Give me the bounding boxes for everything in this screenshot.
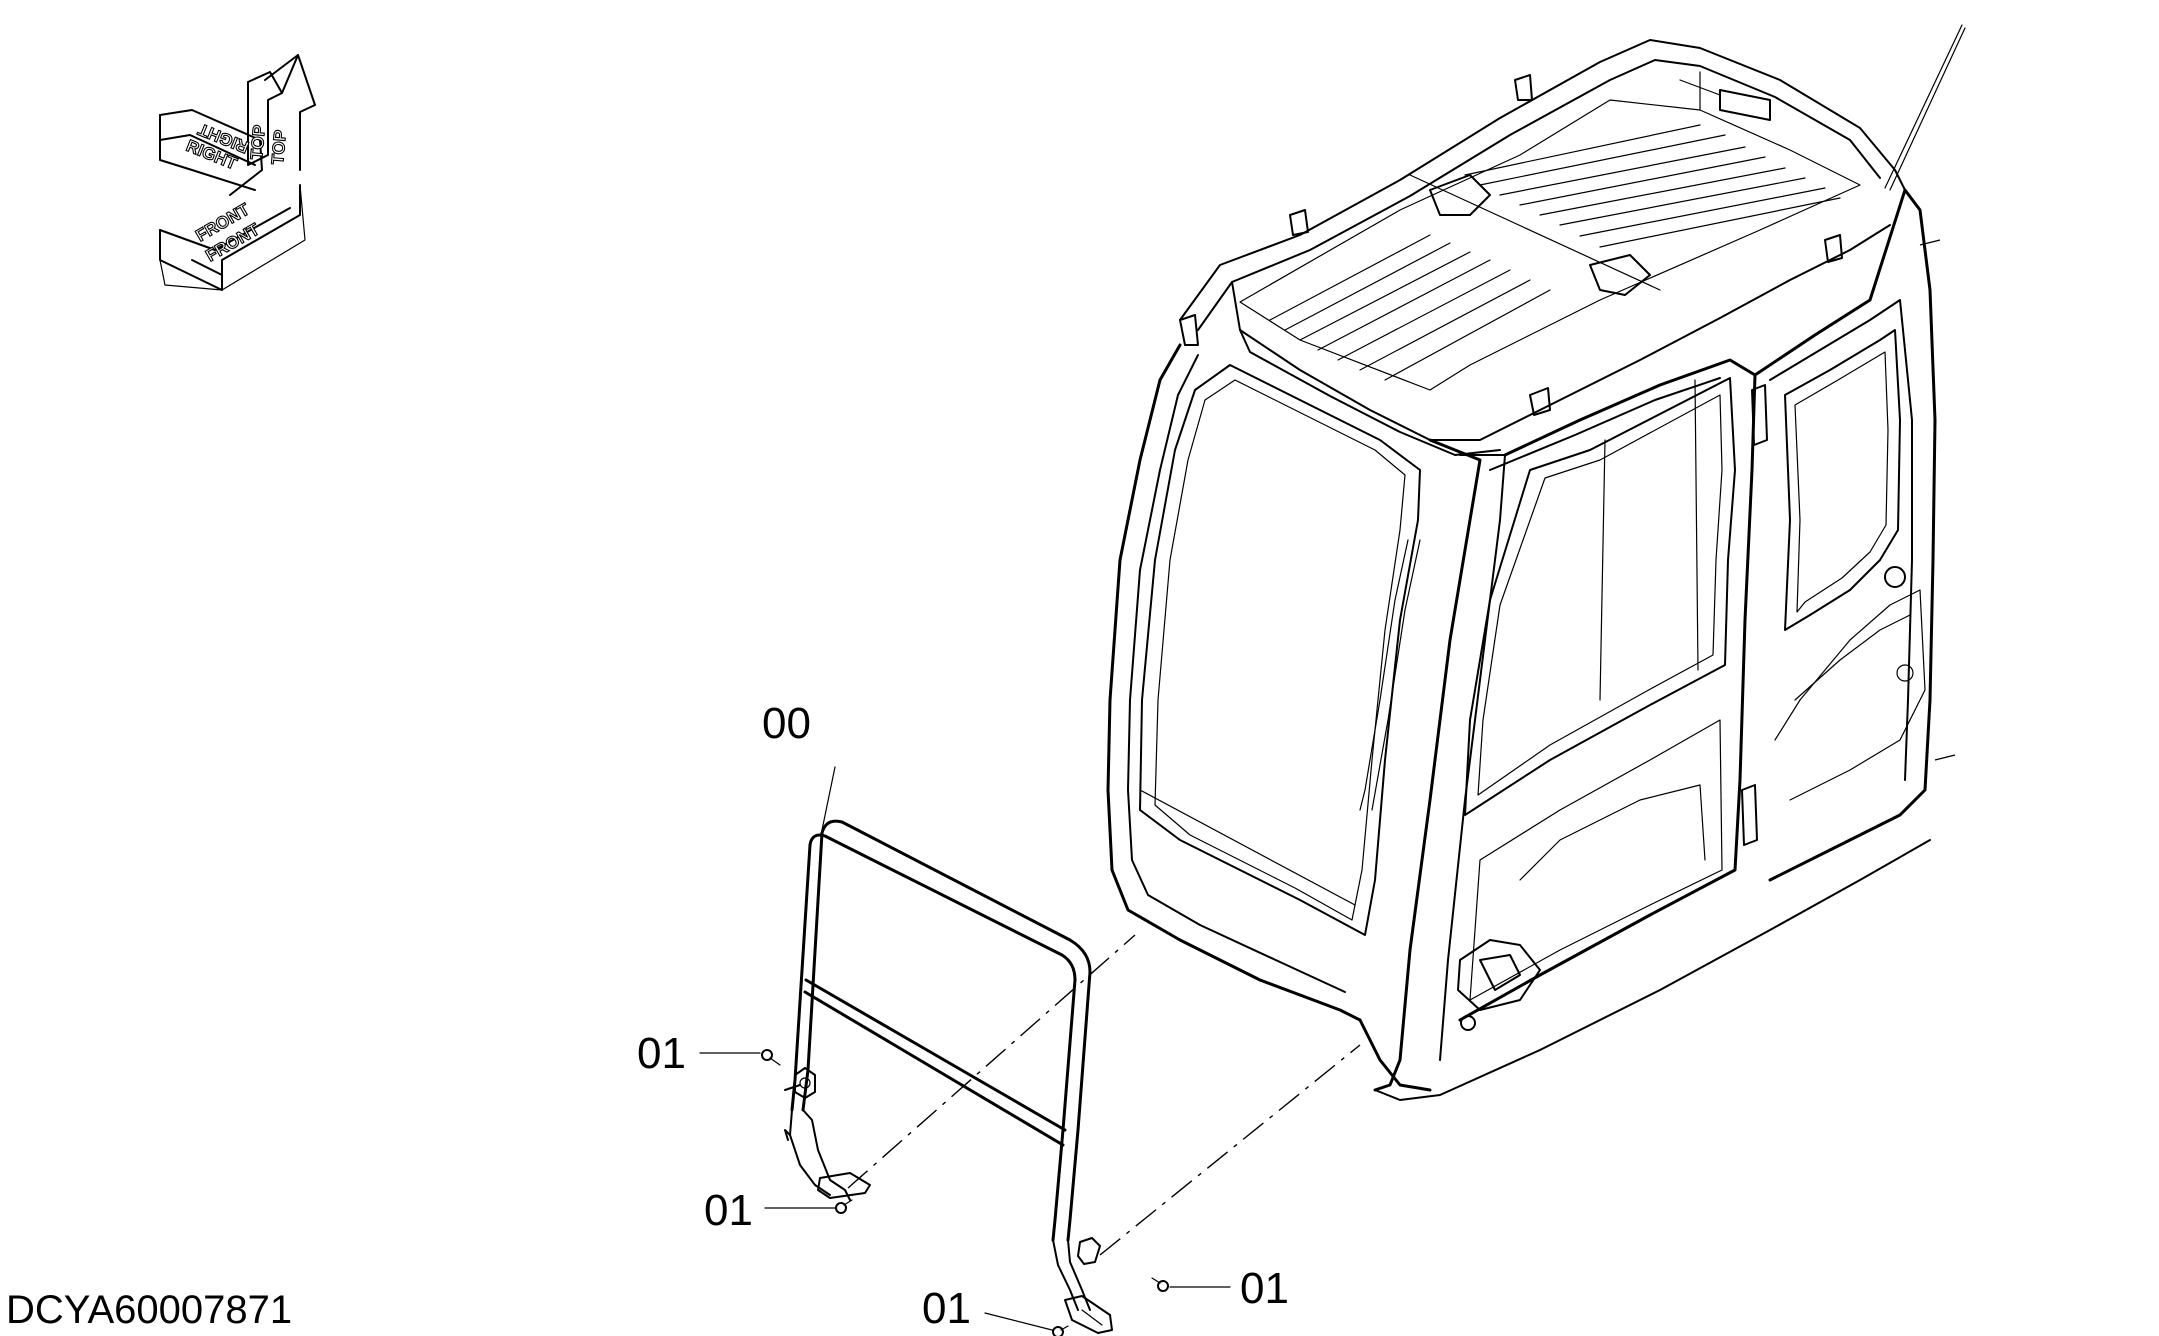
door-hinge [1741,784,1758,846]
roof-latch [1589,254,1651,296]
mount-bracket [1077,1237,1101,1265]
bolt-icon [1052,1325,1069,1336]
leader-line [821,766,836,831]
callout-bolt-label: 01 [637,1029,686,1078]
mount-bracket [794,1067,816,1099]
front-window-frame [1106,343,1362,1022]
front-guard-frame [784,819,1113,1334]
alignment-line [847,934,1136,1189]
drawing-code: DCYA60007871 [6,1288,292,1332]
door-hinge [1751,384,1768,446]
orientation-arrows-icon: TOP TOP RIGHT RIGHT FRONT FRONT [159,54,316,291]
rear-side-window [1784,329,1901,631]
roof-window [1239,99,1861,391]
roof-slats [1269,124,1841,381]
orientation-top-mirror-label: TOP [247,124,269,160]
leader-line [984,1312,1053,1331]
bolt-icon [1151,1277,1169,1292]
front-window [1139,364,1421,936]
bolt-icon [835,1199,853,1214]
callout-bolt-label: 01 [922,1284,971,1333]
alignment-line [1099,1044,1361,1256]
wiper [1359,539,1421,811]
roof-latch [1429,174,1491,216]
door-handle [1457,939,1541,1011]
bolt-icon [761,1049,781,1066]
mount-bracket [1064,1295,1113,1334]
callout-frame-label: 00 [762,699,811,748]
cab-door [1458,358,1757,1022]
callout-bolt-label: 01 [1240,1264,1289,1313]
antenna [1884,24,1966,191]
mount-bracket [817,1172,871,1199]
operator-cab [1106,24,1966,1101]
callout-bolt-label: 01 [704,1186,753,1235]
door-window [1464,377,1736,816]
orientation-top-label: TOP [268,129,290,165]
